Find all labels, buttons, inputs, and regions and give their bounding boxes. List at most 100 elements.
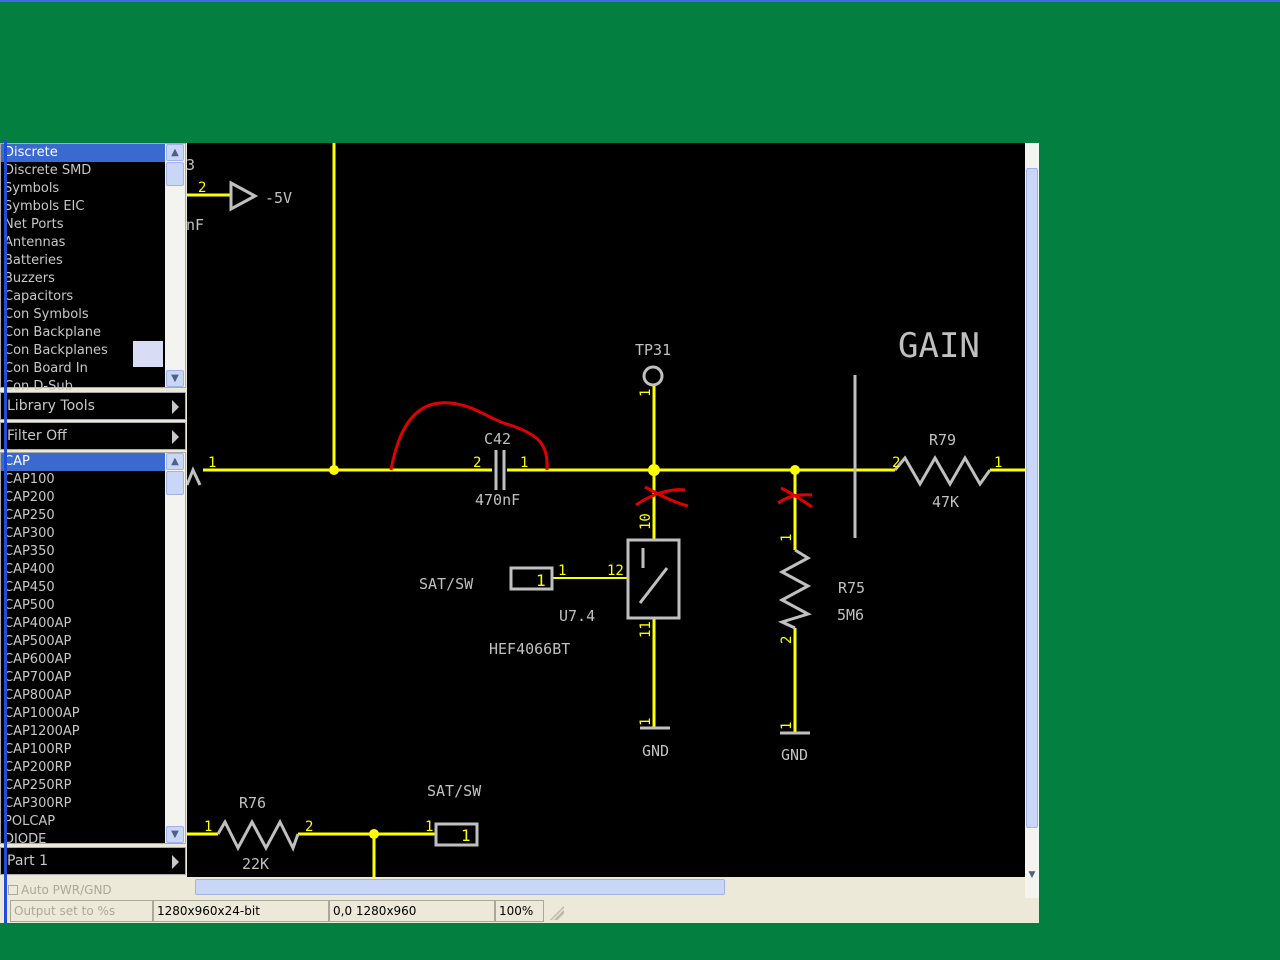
list-item[interactable]: CAP400AP	[4, 616, 72, 631]
auto-pwr-gnd-checkbox[interactable]: Auto PWR/GND	[8, 883, 112, 897]
satsw-label: SAT/SW	[419, 575, 474, 593]
c42-value: 470nF	[475, 491, 520, 509]
pin-number: 2	[779, 636, 795, 644]
gain-label: GAIN	[898, 326, 980, 366]
filter-menu[interactable]: Filter Off	[0, 422, 186, 450]
scroll-down-icon[interactable]: ▼	[1028, 870, 1036, 880]
pin-number: 1	[558, 563, 566, 579]
list-item[interactable]: CAP200RP	[4, 760, 72, 775]
part-menu[interactable]: Part 1	[0, 847, 186, 875]
canvas-horizontal-scrollbar[interactable]	[187, 877, 1025, 898]
list-item[interactable]: Discrete SMD	[4, 163, 92, 178]
drag-cursor-box	[133, 341, 163, 367]
library-list-scrollbar[interactable]: ▲ ▼	[165, 144, 185, 387]
arrow-right-icon	[172, 400, 179, 414]
status-zoom: 100%	[495, 900, 544, 922]
neg5v-label: -5V	[265, 189, 292, 207]
list-item[interactable]: Net Ports	[4, 217, 64, 232]
scroll-thumb[interactable]	[1026, 168, 1038, 828]
scroll-down-icon[interactable]: ▼	[166, 370, 184, 387]
list-item[interactable]: Batteries	[4, 253, 63, 268]
list-item[interactable]: CAP250	[4, 508, 55, 523]
list-item[interactable]: CAP200	[4, 490, 55, 505]
list-item[interactable]: Discrete	[1, 144, 166, 162]
list-item[interactable]: Antennas	[4, 235, 66, 250]
scroll-thumb[interactable]	[195, 879, 725, 895]
pin-number: 12	[607, 563, 624, 579]
list-item[interactable]: Con Board In	[4, 361, 88, 376]
pin-number: 1	[779, 534, 795, 542]
pin-number: 11	[638, 621, 654, 638]
list-item[interactable]: CAP250RP	[4, 778, 72, 793]
r75-label: R75	[838, 579, 865, 597]
checkbox-icon	[8, 885, 18, 895]
part-label: Part 1	[7, 853, 48, 869]
window-left-border	[4, 140, 7, 923]
list-item[interactable]: Symbols	[4, 181, 60, 196]
list-item[interactable]: Capacitors	[4, 289, 74, 304]
r76-label: R76	[239, 794, 266, 812]
satsw-label: SAT/SW	[427, 782, 482, 800]
list-item[interactable]: POLCAP	[4, 814, 56, 829]
pin-number: 1	[638, 718, 654, 726]
gnd-label: GND	[642, 742, 669, 760]
pin-number: 10	[638, 513, 654, 530]
list-item[interactable]: CAP450	[4, 580, 55, 595]
scroll-down-icon[interactable]: ▼	[166, 826, 184, 843]
junctions	[329, 464, 800, 839]
red-x-marks	[635, 485, 813, 509]
list-item[interactable]: CAP350	[4, 544, 55, 559]
canvas-vertical-scrollbar[interactable]: ▼	[1025, 143, 1039, 898]
list-item[interactable]: Con Backplanes	[4, 343, 108, 358]
list-item[interactable]: CAP100RP	[4, 742, 72, 757]
list-item[interactable]: CAP500AP	[4, 634, 72, 649]
list-item[interactable]: CAP400	[4, 562, 55, 577]
pin-number: 1	[208, 455, 216, 471]
pin-number: 1	[520, 455, 528, 471]
list-item[interactable]: CAP	[1, 453, 166, 471]
list-item[interactable]: CAP700AP	[4, 670, 72, 685]
auto-pwr-gnd-label: Auto PWR/GND	[21, 883, 112, 897]
u74-label: U7.4	[559, 607, 595, 625]
c42-label: C42	[484, 430, 511, 448]
schematic: -5V 3 nF GAIN TP31 C42 470nF R79 47K SAT…	[187, 143, 1025, 877]
schematic-canvas[interactable]: -5V 3 nF GAIN TP31 C42 470nF R79 47K SAT…	[187, 143, 1025, 877]
list-item[interactable]: CAP800AP	[4, 688, 72, 703]
list-item[interactable]: CAP1000AP	[4, 706, 80, 721]
gnd-label: GND	[781, 746, 808, 764]
list-item[interactable]: CAP100	[4, 472, 55, 487]
pin-number: 1	[204, 819, 212, 835]
list-item[interactable]: Symbols EIC	[4, 199, 85, 214]
r79-label: R79	[929, 431, 956, 449]
status-format: 1280x960x24-bit	[153, 900, 329, 922]
part-list-scrollbar[interactable]: ▲ ▼	[165, 453, 185, 843]
tp31-label: TP31	[635, 341, 671, 359]
arrow-right-icon	[172, 430, 179, 444]
r75-value: 5M6	[837, 606, 864, 624]
list-item[interactable]: CAP300	[4, 526, 55, 541]
scroll-thumb[interactable]	[166, 162, 184, 186]
list-item[interactable]: Con D-Sub	[4, 379, 73, 394]
pin-number: 1	[638, 389, 654, 397]
list-item[interactable]: CAP500	[4, 598, 55, 613]
port-number: 1	[536, 571, 546, 590]
scroll-up-icon[interactable]: ▲	[166, 453, 184, 470]
status-coords: 0,0 1280x960	[329, 900, 495, 922]
library-tools-menu[interactable]: Library Tools	[0, 392, 186, 420]
list-item[interactable]: CAP300RP	[4, 796, 72, 811]
scroll-up-icon[interactable]: ▲	[166, 144, 184, 161]
r79-value: 47K	[932, 493, 959, 511]
list-item[interactable]: DIODE	[4, 832, 47, 847]
list-item[interactable]: CAP600AP	[4, 652, 72, 667]
red-annotation-arc	[389, 401, 549, 471]
list-item[interactable]: Con Backplane	[4, 325, 102, 340]
list-item[interactable]: Con Symbols	[4, 307, 89, 322]
list-item[interactable]: CAP1200AP	[4, 724, 80, 739]
resize-grip-icon[interactable]	[550, 906, 564, 920]
scroll-thumb[interactable]	[166, 471, 184, 495]
list-item[interactable]: Buzzers	[4, 271, 55, 286]
label-fragment: 3	[187, 156, 195, 174]
